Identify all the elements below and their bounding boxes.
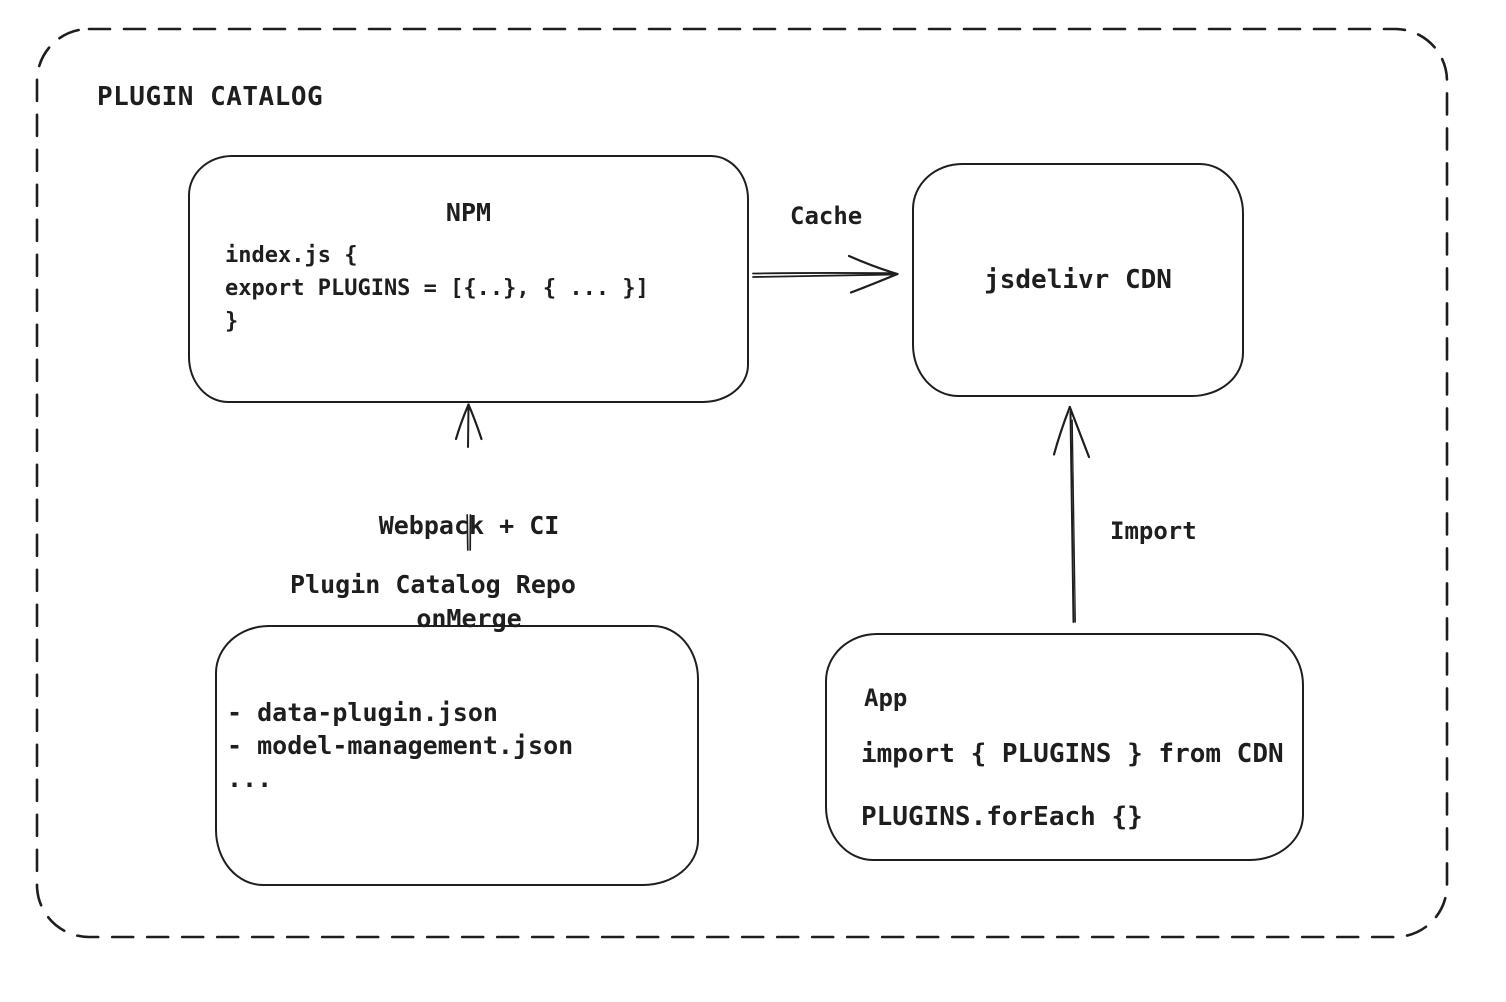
arrow-head [847, 254, 899, 276]
npm-code-line: export PLUGINS = [{..}, { ... }] [225, 276, 649, 301]
import-edge-label: Import [1110, 517, 1197, 545]
arrow-head [849, 272, 899, 294]
repo-file-list: - data-plugin.json - model-management.js… [227, 696, 573, 795]
arrow-head [1052, 405, 1071, 456]
app-node-title: App [864, 684, 908, 712]
app-import-line: import { PLUGINS } from CDN [861, 739, 1284, 769]
arrow-shaft [467, 405, 470, 448]
cache-edge-label: Cache [790, 202, 863, 230]
repo-file-item: - data-plugin.json [227, 698, 498, 727]
import-arrow [1052, 405, 1091, 623]
arrow-shaft [1069, 411, 1075, 623]
build-edge-label: Webpack + CI onMerge [369, 448, 569, 696]
app-foreach-line: PLUGINS.forEach {} [861, 802, 1143, 832]
arrow-shaft [752, 272, 894, 275]
arrow-head [454, 403, 470, 441]
build-edge-label-line2: onMerge [416, 604, 522, 633]
npm-code-block: index.js { export PLUGINS = [{..}, { ...… [225, 239, 649, 338]
arrow-head [1068, 405, 1091, 459]
build-edge-label-line1: Webpack + CI [378, 511, 560, 540]
npm-node-title: NPM [445, 198, 492, 227]
cdn-node: jsdelivr CDN [912, 163, 1244, 397]
npm-code-line: } [225, 309, 239, 334]
diagram-title: PLUGIN CATALOG [97, 82, 324, 112]
cdn-node-label: jsdelivr CDN [984, 265, 1172, 295]
npm-node: NPM index.js { export PLUGINS = [{..}, {… [188, 155, 749, 403]
repo-file-item: ... [227, 764, 273, 793]
arrow-shaft [1071, 419, 1076, 623]
app-node: App import { PLUGINS } from CDN PLUGINS.… [825, 633, 1304, 861]
arrow-head [467, 403, 483, 441]
cache-arrow [752, 254, 899, 294]
repo-file-item: - model-management.json [227, 731, 574, 760]
npm-code-line: index.js { [225, 243, 358, 268]
arrow-shaft [752, 273, 894, 278]
